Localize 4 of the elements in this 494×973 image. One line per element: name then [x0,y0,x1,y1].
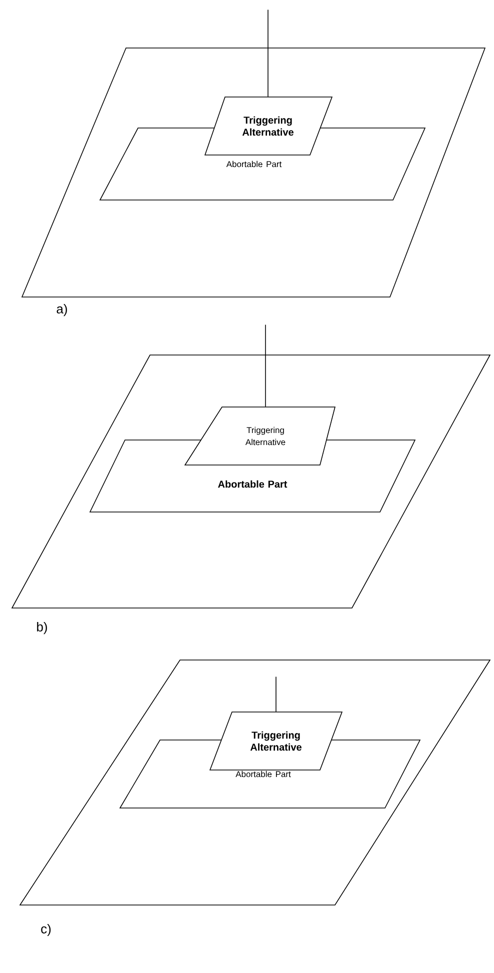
connector-line [265,324,266,408]
panel-label: b) [37,622,47,634]
panel-label: c) [41,924,51,936]
panel-label: a) [56,304,67,316]
